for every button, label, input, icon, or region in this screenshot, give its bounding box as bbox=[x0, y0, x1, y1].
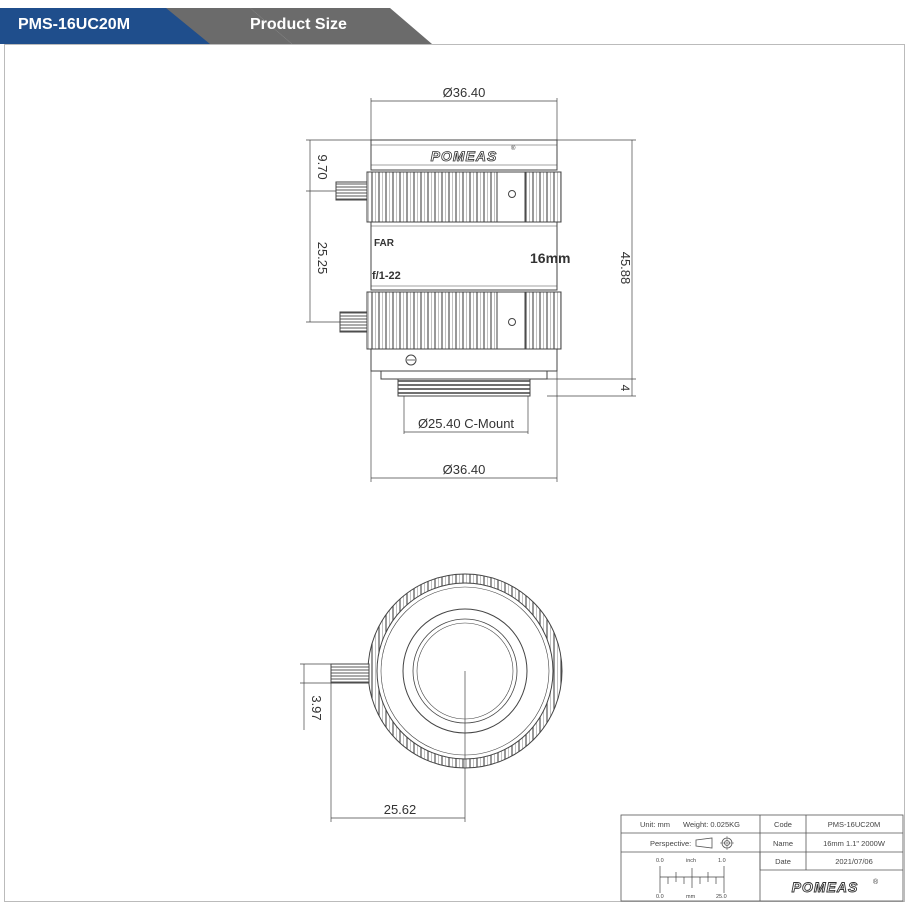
first-angle-projection-icon bbox=[695, 836, 734, 850]
title-block: Unit: mm Weight: 0.025KG Perspective: Co… bbox=[620, 814, 904, 902]
section-title: Product Size bbox=[250, 16, 347, 33]
header-banner: PMS-16UC20M Product Size bbox=[0, 0, 911, 46]
screw-spacing-label: 25.25 bbox=[315, 242, 330, 275]
bottom-diameter-label: Ø36.40 bbox=[443, 462, 486, 477]
scale-top-mid: inch bbox=[686, 858, 696, 864]
screw-offset-label: 3.97 bbox=[309, 695, 324, 720]
front-view: 3.97 25.62 bbox=[300, 573, 563, 822]
model-title: PMS-16UC20M bbox=[18, 16, 131, 33]
section-tab-extension bbox=[250, 8, 432, 44]
tb-code-label: Code bbox=[774, 820, 792, 829]
model-tab-background bbox=[0, 8, 214, 44]
tb-code-value: PMS-16UC20M bbox=[828, 820, 881, 829]
lens-rear-body bbox=[370, 348, 558, 372]
tb-unit: Unit: mm bbox=[640, 820, 670, 829]
focus-lock-screw bbox=[335, 181, 368, 201]
side-view: Ø36.40 POMEAS ® FAR f/1-22 16mm bbox=[306, 85, 636, 482]
scale-bottom-left: 0.0 bbox=[656, 894, 664, 900]
brand-logo: POMEAS bbox=[431, 148, 498, 164]
c-mount-thread bbox=[397, 378, 531, 397]
drawing-frame bbox=[4, 44, 905, 902]
lens-middle-body bbox=[370, 221, 558, 291]
focus-index-dot bbox=[508, 190, 516, 198]
scale-top-left: 0.0 bbox=[656, 858, 664, 864]
tb-date-label: Date bbox=[775, 857, 791, 866]
aperture-lock-screw bbox=[339, 311, 368, 333]
length-label: 45.88 bbox=[618, 252, 633, 285]
rear-set-screw bbox=[405, 354, 417, 366]
rear-flange bbox=[380, 370, 548, 380]
aperture-ring bbox=[366, 291, 562, 350]
scale-bottom-mid: mm bbox=[686, 894, 696, 900]
focal-marking: 16mm bbox=[530, 250, 570, 266]
focus-ring bbox=[366, 171, 562, 223]
tb-date-value: 2021/07/06 bbox=[835, 857, 873, 866]
scale-bar bbox=[659, 866, 725, 893]
aperture-index-dot bbox=[508, 318, 516, 326]
title-block-frame bbox=[620, 814, 904, 902]
tb-perspective-label: Perspective: bbox=[650, 839, 691, 848]
top-diameter-label: Ø36.40 bbox=[443, 85, 486, 100]
pomeas-logo: POMEAS bbox=[792, 879, 859, 895]
upper-offset-label: 9.70 bbox=[315, 154, 330, 179]
mount-diameter-label: Ø25.40 C-Mount bbox=[418, 416, 514, 431]
aperture-marking: f/1-22 bbox=[372, 270, 401, 282]
tb-name-value: 16mm 1.1" 2000W bbox=[823, 839, 886, 848]
front-lock-screw bbox=[330, 663, 370, 684]
header-shapes bbox=[0, 8, 432, 44]
far-marking: FAR bbox=[374, 238, 395, 249]
scale-bottom-right: 25.0 bbox=[716, 894, 727, 900]
tb-weight: Weight: 0.025KG bbox=[683, 820, 740, 829]
flange-label: 4 bbox=[618, 385, 632, 392]
tb-registered-mark: ® bbox=[873, 878, 879, 886]
registered-mark: ® bbox=[511, 145, 516, 152]
center-to-edge-label: 25.62 bbox=[384, 802, 417, 817]
tb-name-label: Name bbox=[773, 839, 793, 848]
scale-top-right: 1.0 bbox=[718, 858, 726, 864]
aperture-ring-window bbox=[496, 291, 526, 350]
